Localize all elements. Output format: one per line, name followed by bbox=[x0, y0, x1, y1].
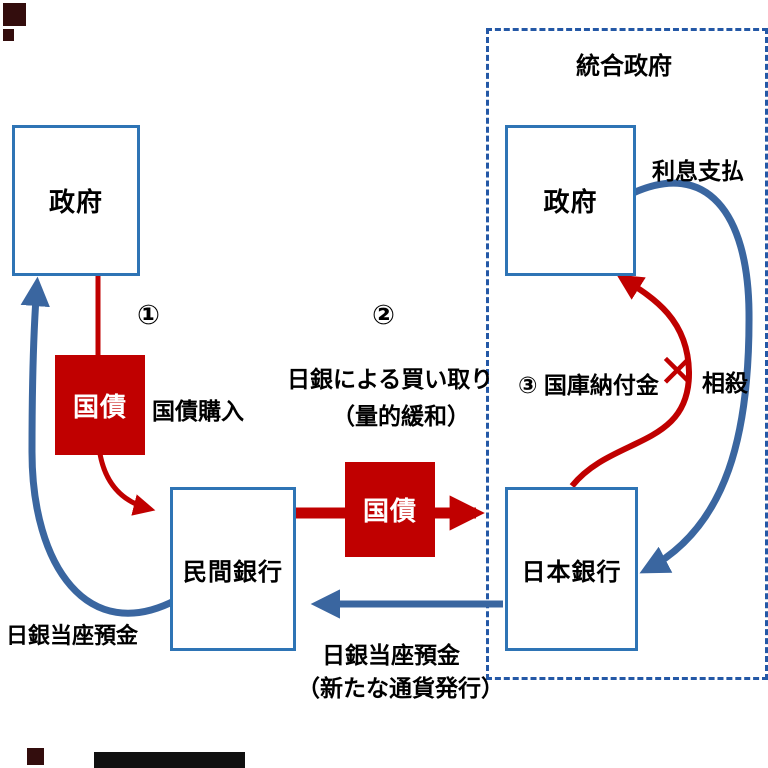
arrow-deposit-to-government bbox=[20, 276, 178, 617]
artifact-bottom-bar bbox=[94, 752, 245, 768]
offset-label: 相殺 bbox=[702, 370, 748, 396]
step2-sublabel: （量的緩和） bbox=[332, 403, 470, 429]
artifact-bottom-left-square bbox=[27, 748, 44, 765]
government-right-label: 政府 bbox=[543, 187, 598, 217]
arrow-treasury-payment bbox=[569, 274, 693, 488]
step3-label: ③ 国庫納付金 bbox=[518, 372, 659, 398]
offset-x-icon: ✕ bbox=[658, 345, 697, 397]
bond-left-box: 国債 bbox=[55, 355, 145, 455]
step2-number: ② bbox=[372, 300, 395, 330]
deposit-left-label: 日銀当座預金 bbox=[6, 623, 139, 648]
bond-center-box: 国債 bbox=[345, 462, 435, 557]
step2-label: 日銀による買い取り bbox=[287, 366, 494, 392]
consolidated-government-title: 統合政府 bbox=[576, 53, 672, 80]
bank-of-japan-box: 日本銀行 bbox=[505, 487, 638, 651]
private-bank-box: 民間銀行 bbox=[170, 487, 296, 651]
interest-label: 利息支払 bbox=[652, 158, 744, 184]
deposit-bottom-sublabel: （新たな通貨発行） bbox=[297, 675, 504, 701]
step1-number: ① bbox=[137, 300, 160, 330]
artifact-top-left-square bbox=[3, 3, 26, 26]
step1-label: 国債購入 bbox=[152, 398, 244, 424]
deposit-bottom-label: 日銀当座預金 bbox=[322, 642, 460, 668]
artifact-top-left-small bbox=[3, 29, 14, 41]
consolidated-government-outline bbox=[486, 28, 768, 680]
private-bank-label: 民間銀行 bbox=[183, 558, 283, 586]
government-left-label: 政府 bbox=[48, 187, 103, 217]
government-left-box: 政府 bbox=[12, 125, 140, 276]
arrow-interest-payment bbox=[631, 179, 753, 574]
government-right-box: 政府 bbox=[505, 125, 636, 276]
bank-of-japan-label: 日本銀行 bbox=[521, 558, 622, 586]
bond-left-label: 国債 bbox=[72, 391, 127, 422]
bond-center-label: 国債 bbox=[362, 496, 417, 526]
